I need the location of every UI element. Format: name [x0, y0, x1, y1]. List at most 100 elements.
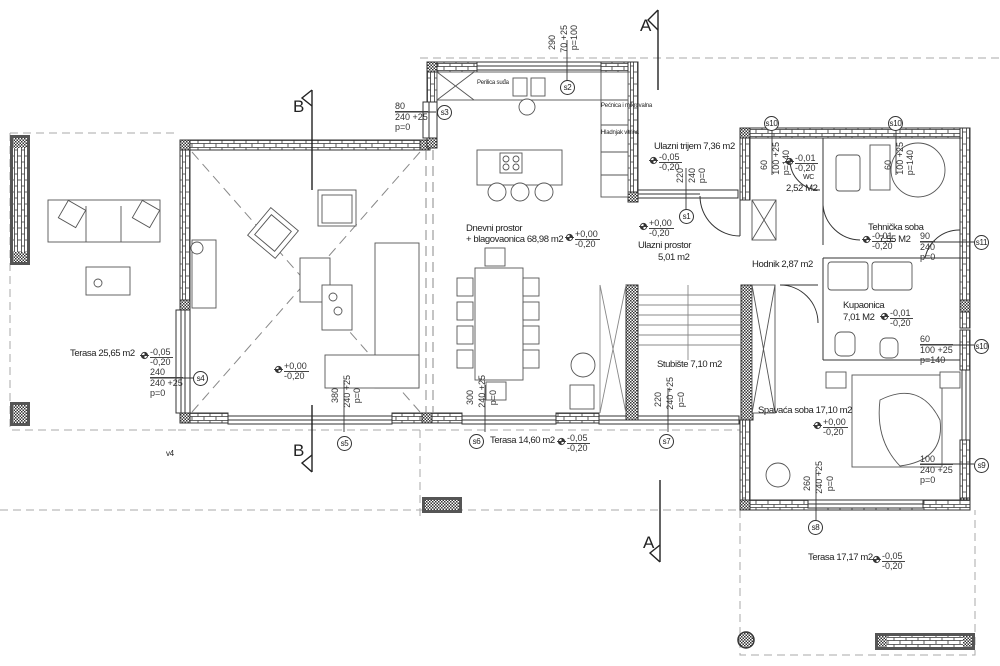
walls: [175, 61, 971, 511]
level-marker-icon: [813, 421, 822, 430]
room-entrance-hall-area: 5,01 m2: [658, 252, 690, 263]
room-technical-area: 7,55 M2: [879, 234, 911, 245]
opening-height: 240 +25: [395, 112, 428, 122]
opening-height: 240: [687, 168, 697, 184]
opening-width: 80: [395, 101, 428, 112]
opening-s8-height: 240 +25: [814, 461, 824, 494]
opening-sill: p=140: [781, 150, 791, 176]
kitchen-fridge-label: Hladnjak vitrina: [601, 130, 639, 136]
opening-s6-height: 240 +25: [477, 375, 487, 408]
room-bathroom-name: Kupaonica: [843, 300, 885, 311]
opening-tag-s4: s4: [193, 371, 208, 386]
opening-sill: p=0: [488, 390, 498, 406]
room-living-area: + blagovaonica 68,98 m2: [466, 234, 564, 245]
opening-tag-s5: s5: [337, 436, 352, 451]
opening-sill: p=140: [920, 355, 946, 365]
level-top: -0,05: [567, 433, 590, 444]
opening-s8-sill: p=0: [825, 476, 835, 491]
level-top: -0,01: [872, 231, 895, 242]
opening-tag-s7: s7: [659, 434, 674, 449]
opening-s10a-sill: p=140: [781, 150, 791, 176]
opening-s2-sill: p=100: [569, 25, 579, 51]
opening-tag-s3: s3: [437, 105, 452, 120]
opening-sill: p=0: [676, 392, 686, 408]
opening-tag-s10: s10: [974, 339, 989, 354]
opening-height: 240 +25: [665, 377, 675, 410]
opening-s10b-height: 100 +25: [895, 142, 905, 175]
level-marker-icon: [649, 156, 658, 165]
opening-width: 380: [330, 388, 340, 404]
opening-s2-height: 70 +25: [559, 25, 569, 53]
opening-s7-height: 240 +25: [665, 377, 675, 410]
opening-height: 240 +25: [814, 461, 824, 494]
opening-tag-s8: s8: [808, 520, 823, 535]
level-marker-icon: [639, 222, 648, 231]
opening-tag-s10-wc: s10: [764, 116, 779, 131]
level-bottom: -0,20: [882, 561, 903, 571]
opening-width: 220: [675, 168, 685, 184]
opening-width: 260: [802, 476, 812, 492]
opening-tag-s9: s9: [974, 458, 989, 473]
level-bottom: -0,20: [872, 241, 893, 251]
opening-s10c-dims: 60 100 +25 p=140: [920, 334, 953, 365]
level-bottom: -0,20: [575, 239, 596, 249]
opening-s5-width: 380: [330, 388, 340, 404]
kitchen-oven-label: Pećnica i mikrovalna: [601, 103, 653, 109]
opening-height: 100 +25: [920, 345, 953, 355]
level-marker-icon: [785, 157, 794, 166]
level-marker-icon: [565, 233, 574, 242]
opening-height: 100 +25: [895, 142, 905, 175]
section-marker-a-top: A: [640, 16, 652, 35]
level-bottom: -0,20: [823, 427, 844, 437]
opening-sill: p=0: [395, 122, 411, 132]
opening-height: 240 +25: [150, 378, 183, 388]
furniture: [47, 71, 961, 488]
level-marker-icon: [274, 365, 283, 374]
room-wc-name: WC: [803, 174, 814, 181]
opening-height: 240: [920, 242, 936, 252]
opening-tag-s10-tech: s10: [888, 116, 903, 131]
room-bedroom: Spavaća soba 17,10 m2: [758, 405, 853, 416]
opening-s1-sill: p=0: [697, 168, 707, 184]
opening-width: 100: [920, 454, 953, 465]
room-wc-area: 2,52 M2: [786, 183, 818, 194]
level-top: -0,01: [890, 308, 913, 319]
level-bottom: -0,20: [890, 318, 911, 328]
level-bottom: -0,20: [150, 357, 171, 367]
level-top: -0,05: [150, 347, 173, 358]
room-living-name: Dnevni prostor: [466, 223, 523, 234]
level-marker-icon: [872, 555, 881, 564]
room-entrance-porch: Ulazni trijem 7,36 m2: [654, 141, 735, 152]
level-bottom: -0,20: [795, 163, 816, 173]
section-marker-a-bottom: A: [643, 533, 655, 552]
opening-tag-s1: s1: [679, 209, 694, 224]
opening-width: 60: [920, 334, 953, 345]
opening-s10b-sill: p=140: [905, 150, 915, 175]
opening-s2-dims: 290: [547, 35, 557, 51]
opening-sill: p=100: [569, 25, 579, 51]
opening-height: 70 +25: [559, 25, 569, 53]
section-marker-b-bottom: B: [293, 441, 305, 460]
section-marker-b-top: B: [293, 97, 305, 116]
opening-width: 290: [547, 35, 557, 51]
room-terrace-left: Terasa 25,65 m2: [70, 348, 135, 359]
level-top: +0,00: [823, 417, 848, 428]
opening-width: 60: [883, 160, 893, 171]
opening-s9-dims: 100 240 +25 p=0: [920, 454, 953, 485]
opening-sill: p=0: [697, 168, 707, 184]
level-bottom: -0,20: [659, 162, 680, 172]
opening-s5-height: 240 +25: [342, 375, 352, 408]
opening-s10a-height: 100 +25: [771, 142, 781, 175]
opening-s1-height: 240: [687, 168, 697, 184]
opening-height: 240 +25: [920, 465, 953, 475]
room-bathroom-area: 7,01 M2: [843, 312, 875, 323]
room-hallway: Hodnik 2,87 m2: [752, 259, 813, 270]
opening-width: 220: [653, 392, 663, 408]
opening-tag-s2: s2: [560, 80, 575, 95]
room-staircase: Stubište 7,10 m2: [657, 359, 722, 370]
opening-tag-s11: s11: [974, 235, 989, 250]
opening-s1-width: 220: [675, 168, 685, 184]
level-bottom: -0,20: [649, 228, 670, 238]
opening-s8-width: 260: [802, 476, 812, 492]
